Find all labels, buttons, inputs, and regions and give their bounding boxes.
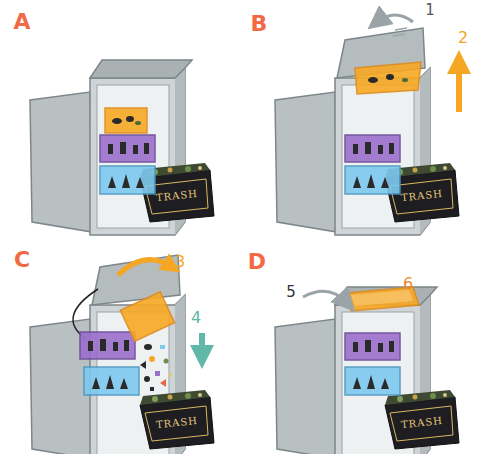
purple-drawer	[80, 332, 135, 359]
open-arrow	[377, 15, 413, 22]
purple-drawer	[345, 333, 400, 360]
callout-number: 2	[458, 30, 468, 46]
purple-drawer	[345, 135, 400, 162]
lid	[90, 60, 192, 78]
panel-letter: C	[14, 249, 30, 271]
callout-number: 5	[286, 285, 296, 300]
panel-letter: D	[248, 251, 266, 273]
panel-letter: B	[251, 13, 268, 35]
panel-d	[275, 287, 459, 454]
drop-arrow	[199, 333, 205, 357]
panel-a	[30, 60, 214, 235]
blue-drawer	[84, 367, 139, 395]
orange-drawer	[105, 108, 147, 133]
blue-drawer	[100, 166, 155, 194]
panel-letter: A	[13, 11, 30, 33]
panel-c	[30, 255, 214, 454]
open-lid	[92, 255, 180, 305]
lifted-orange-drawer	[355, 62, 421, 94]
callout-number: 1	[425, 3, 435, 18]
return-arrow	[303, 291, 347, 303]
lift-arrow	[456, 62, 462, 112]
falling-trash	[140, 344, 172, 391]
callout-number: 3	[175, 254, 185, 270]
motion-lines	[393, 28, 407, 36]
panel-b	[275, 15, 459, 235]
cabinet	[30, 68, 214, 235]
tipped-orange-drawer	[120, 292, 174, 341]
purple-drawer	[100, 135, 155, 162]
callout-number: 4	[191, 310, 201, 326]
callout-number: 6	[403, 276, 413, 292]
blue-drawer	[345, 367, 400, 395]
blue-drawer	[345, 166, 400, 194]
cabinet	[30, 295, 214, 454]
tip-arrow	[118, 260, 172, 275]
cabinet	[275, 295, 459, 454]
